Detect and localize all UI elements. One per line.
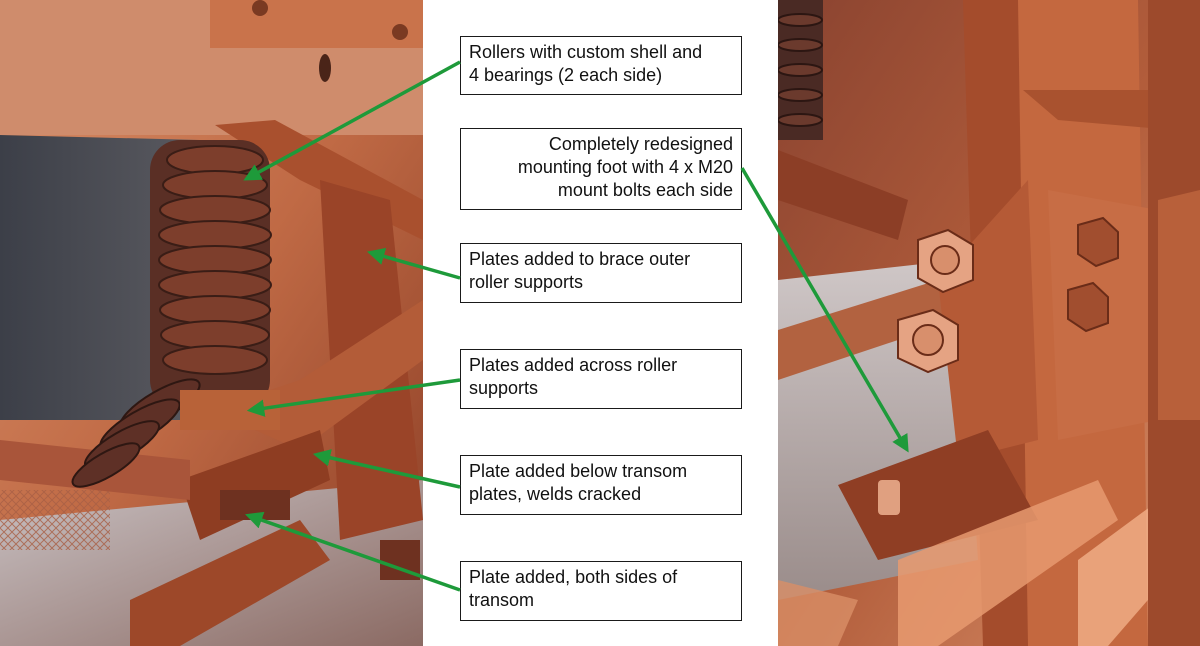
right-photo-mounting-foot	[778, 0, 1200, 646]
left-photo-roller-assembly	[0, 0, 423, 646]
callout-plate-both-sides-transom: Plate added, both sides of transom	[460, 561, 742, 621]
callout-plates-across-roller-supports: Plates added across roller supports	[460, 349, 742, 409]
callout-plate-below-transom: Plate added below transom plates, welds …	[460, 455, 742, 515]
callout-plates-brace-outer-supports: Plates added to brace outer roller suppo…	[460, 243, 742, 303]
callout-rollers-custom-shell: Rollers with custom shell and 4 bearings…	[460, 36, 742, 95]
callout-mounting-foot-redesign: Completely redesigned mounting foot with…	[460, 128, 742, 210]
